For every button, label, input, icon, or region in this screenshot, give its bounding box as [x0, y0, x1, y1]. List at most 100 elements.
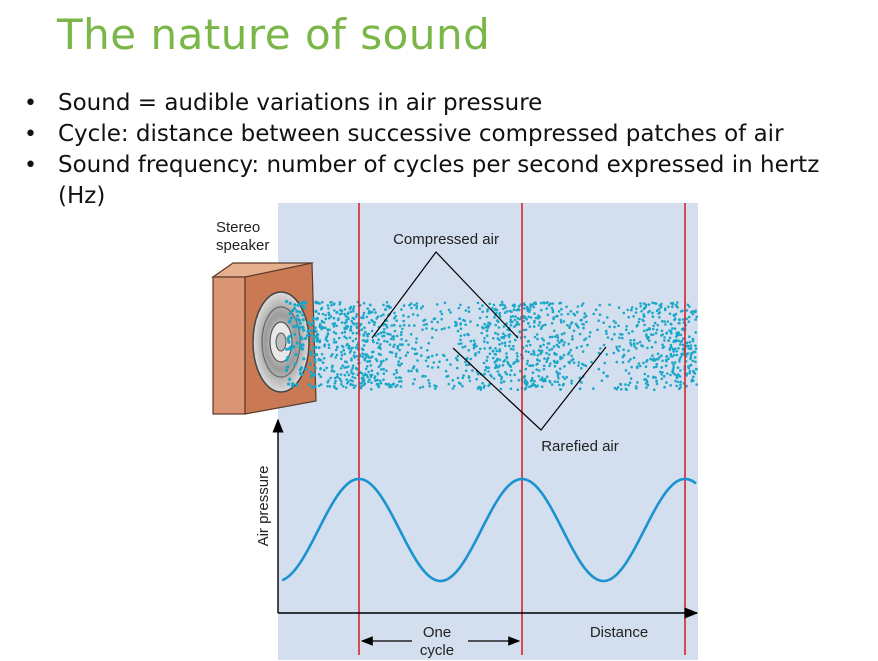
- air-particle: [327, 304, 330, 307]
- air-particle: [636, 381, 639, 384]
- air-particle: [349, 307, 352, 310]
- air-particle: [327, 333, 330, 336]
- air-particle: [682, 318, 685, 321]
- air-particle: [382, 368, 385, 371]
- air-particle: [363, 333, 366, 336]
- air-particle: [552, 311, 555, 314]
- air-particle: [497, 320, 500, 323]
- air-particle: [668, 339, 671, 342]
- air-particle: [361, 328, 364, 331]
- air-particle: [674, 361, 677, 364]
- air-particle: [509, 374, 512, 377]
- air-particle: [567, 313, 570, 316]
- air-particle: [299, 311, 302, 314]
- air-particle: [416, 314, 419, 317]
- air-particle: [464, 323, 467, 326]
- air-particle: [313, 336, 316, 339]
- air-particle: [628, 372, 631, 375]
- air-particle: [560, 308, 563, 311]
- air-particle: [543, 365, 546, 368]
- air-particle: [457, 355, 460, 358]
- air-particle: [563, 341, 566, 344]
- air-particle: [528, 311, 531, 314]
- air-particle: [625, 388, 628, 391]
- air-particle: [532, 371, 535, 374]
- air-particle: [363, 380, 366, 383]
- air-particle: [386, 333, 389, 336]
- air-particle: [512, 348, 515, 351]
- air-particle: [380, 315, 383, 318]
- air-particle: [517, 389, 520, 392]
- air-particle: [582, 323, 585, 326]
- air-particle: [452, 379, 455, 382]
- air-particle: [333, 338, 336, 341]
- air-particle: [393, 373, 396, 376]
- air-particle: [344, 374, 347, 377]
- air-particle: [688, 335, 691, 338]
- air-particle: [661, 378, 664, 381]
- air-particle: [646, 347, 649, 350]
- air-particle: [631, 306, 634, 309]
- air-particle: [500, 381, 503, 384]
- air-particle: [396, 371, 399, 374]
- air-particle: [481, 304, 484, 307]
- air-particle: [431, 321, 434, 324]
- air-particle: [577, 305, 580, 308]
- air-particle: [371, 330, 374, 333]
- air-particle: [327, 379, 330, 382]
- air-particle: [416, 359, 419, 362]
- air-particle: [563, 354, 566, 357]
- air-particle: [400, 331, 403, 334]
- air-particle: [355, 346, 358, 349]
- air-particle: [661, 320, 664, 323]
- air-particle: [397, 360, 400, 363]
- air-particle: [383, 372, 386, 375]
- air-particle: [636, 367, 639, 370]
- air-particle: [327, 307, 330, 310]
- air-particle: [551, 383, 554, 386]
- air-particle: [350, 372, 353, 375]
- air-particle: [694, 356, 697, 359]
- air-particle: [336, 346, 339, 349]
- air-particle: [363, 312, 366, 315]
- air-particle: [438, 360, 441, 363]
- air-particle: [368, 378, 371, 381]
- air-particle: [671, 327, 674, 330]
- air-particle: [400, 334, 403, 337]
- air-particle: [402, 320, 405, 323]
- air-particle: [396, 335, 399, 338]
- air-particle: [437, 366, 440, 369]
- air-particle: [369, 374, 372, 377]
- air-particle: [534, 301, 537, 304]
- air-particle: [502, 332, 505, 335]
- air-particle: [393, 335, 396, 338]
- air-particle: [355, 322, 358, 325]
- air-particle: [324, 314, 327, 317]
- air-particle: [481, 311, 484, 314]
- air-particle: [630, 377, 633, 380]
- air-particle: [568, 351, 571, 354]
- air-particle: [494, 347, 497, 350]
- air-particle: [549, 380, 552, 383]
- air-particle: [688, 305, 691, 308]
- air-particle: [565, 306, 568, 309]
- air-particle: [390, 386, 393, 389]
- air-particle: [480, 387, 483, 390]
- air-particle: [310, 353, 313, 356]
- air-particle: [347, 365, 350, 368]
- air-particle: [584, 312, 587, 315]
- air-particle: [308, 383, 311, 386]
- air-particle: [674, 348, 677, 351]
- air-particle: [459, 339, 462, 342]
- air-particle: [516, 352, 519, 355]
- air-particle: [640, 310, 643, 313]
- air-particle: [410, 333, 413, 336]
- air-particle: [370, 382, 373, 385]
- air-particle: [376, 372, 379, 375]
- air-particle: [552, 318, 555, 321]
- air-particle: [654, 376, 657, 379]
- air-particle: [632, 315, 635, 318]
- air-particle: [420, 354, 423, 357]
- air-particle: [449, 363, 452, 366]
- air-particle: [400, 385, 403, 388]
